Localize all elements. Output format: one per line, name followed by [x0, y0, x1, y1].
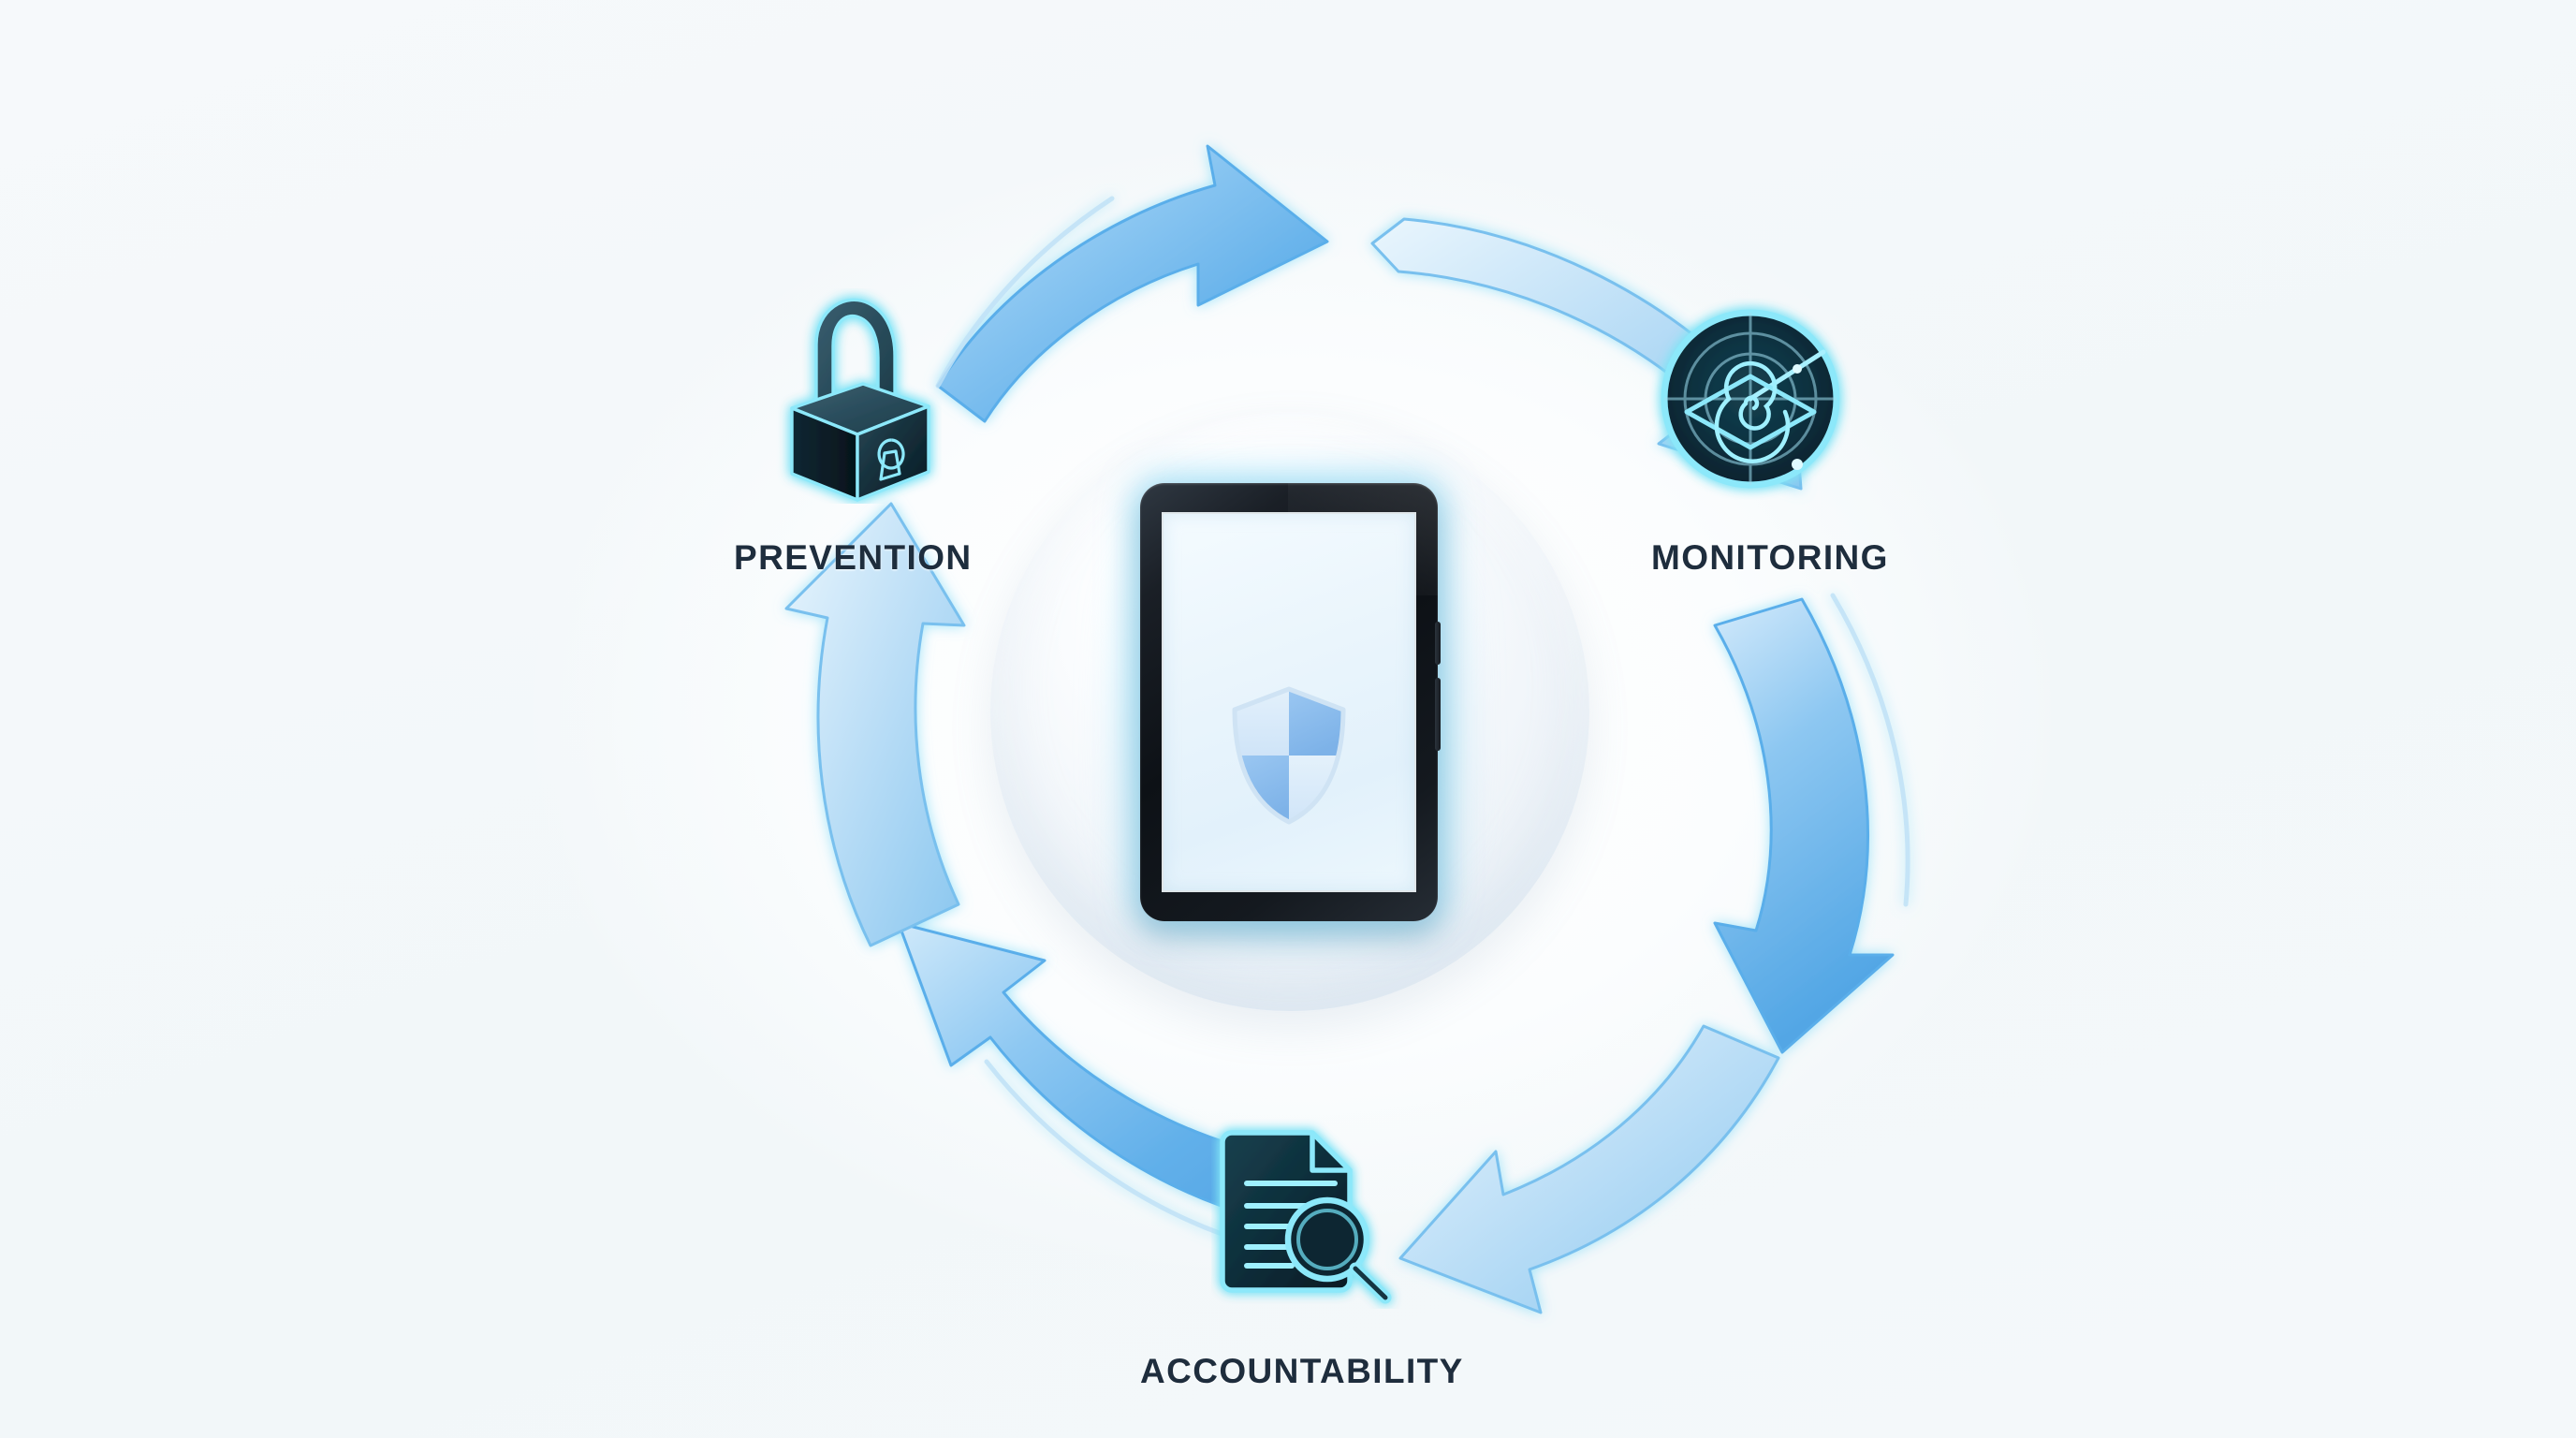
arrow-segment-left-soft	[784, 502, 966, 947]
shield-icon	[1227, 684, 1351, 827]
padlock-icon[interactable]	[773, 288, 942, 504]
eye-outline	[1684, 374, 1817, 450]
arrow-top-tail	[935, 196, 1115, 389]
document-fold	[1310, 1133, 1350, 1173]
arrow-segment-top-strong	[936, 144, 1329, 423]
padlock-keyhole	[877, 438, 905, 481]
tablet-device[interactable]	[1140, 483, 1441, 921]
radar-eye-icon[interactable]	[1649, 298, 1852, 500]
document-magnifier-icon[interactable]	[1211, 1116, 1404, 1309]
node-label-accountability: ACCOUNTABILITY	[1140, 1352, 1464, 1390]
volume-button[interactable]	[1435, 622, 1441, 665]
node-label-monitoring: MONITORING	[1651, 538, 1889, 577]
arrow-segment-right-soft	[1398, 1024, 1780, 1314]
node-label-prevention: PREVENTION	[734, 538, 973, 577]
power-button[interactable]	[1435, 678, 1441, 751]
eye-spiral-iris	[1714, 360, 1791, 463]
arrow-monitoring-to-accountability	[1398, 593, 1910, 1314]
tablet-screen[interactable]	[1164, 514, 1414, 890]
arrow-segment-left-strong	[897, 921, 1309, 1230]
center-device	[990, 412, 1589, 1011]
radar-blip-1	[1793, 364, 1802, 374]
radar-sweep-line	[1748, 349, 1826, 402]
arrow-segment-right-strong	[1713, 597, 1895, 1054]
radar-blip-2	[1792, 459, 1803, 470]
arrow-accountability-to-prevention	[784, 502, 1317, 1261]
arrow-right-tail	[1830, 593, 1910, 907]
